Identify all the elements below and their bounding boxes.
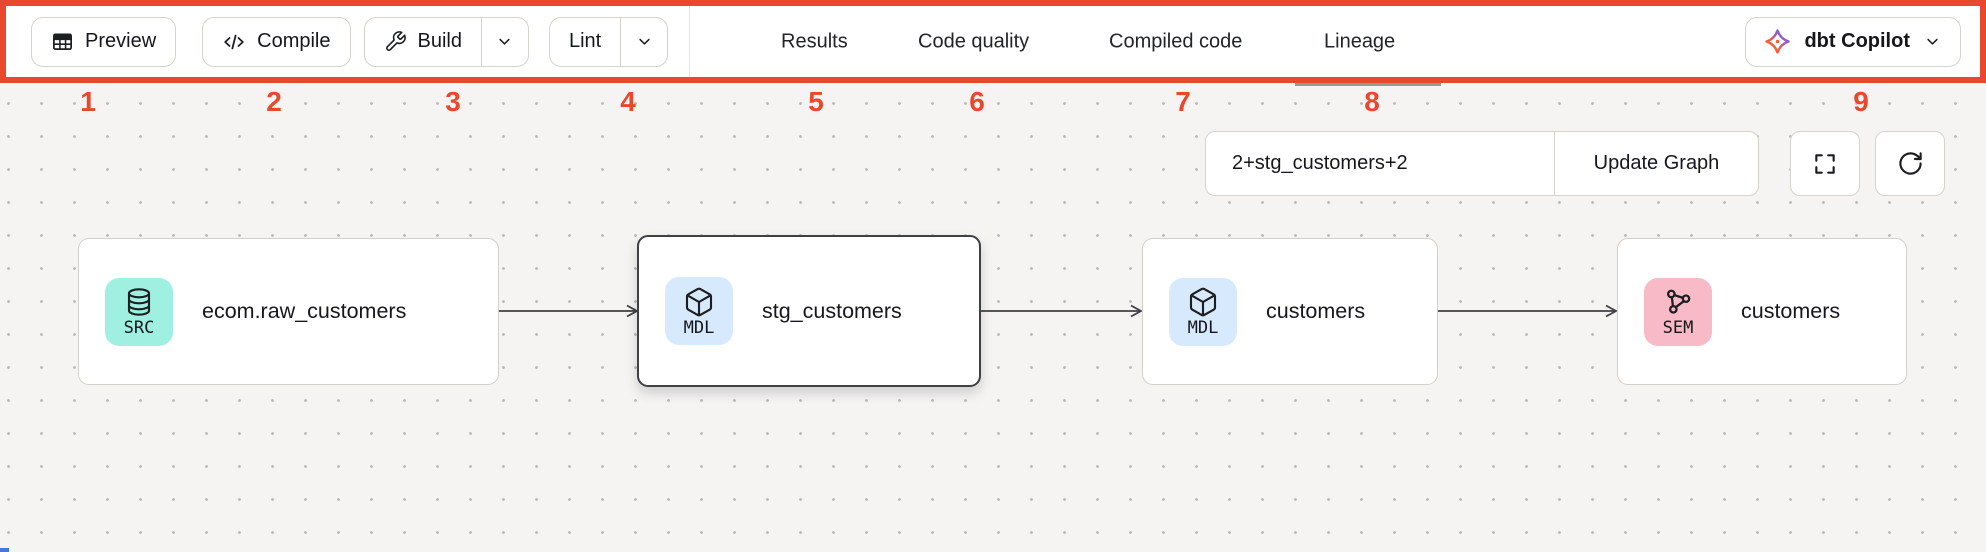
tab-results[interactable]: Results (781, 30, 848, 52)
wrench-icon (384, 30, 407, 53)
lineage-edge (498, 301, 639, 321)
source-badge: SRC (105, 277, 173, 346)
badge-label: SEM (1662, 318, 1694, 338)
annotation-number-6: 6 (969, 86, 985, 117)
lineage-edge (1438, 301, 1618, 321)
build-split-button: Build (363, 16, 529, 67)
lint-dropdown-toggle[interactable] (620, 17, 667, 66)
build-dropdown-toggle[interactable] (480, 17, 528, 66)
badge-label: MDL (683, 317, 715, 338)
toolbar-divider (689, 6, 691, 77)
node-name: customers (1741, 299, 1841, 323)
table-icon (51, 30, 74, 53)
lint-button-label: Lint (568, 30, 602, 52)
node-name: stg_customers (762, 298, 902, 323)
lineage-node-customers-semantic[interactable]: SEM customers (1617, 238, 1907, 385)
badge-label: SRC (123, 318, 155, 338)
bottom-edge-fragment (0, 548, 9, 552)
annotation-number-9: 9 (1853, 86, 1869, 117)
lint-split-button: Lint (548, 16, 669, 67)
model-badge: MDL (1169, 277, 1237, 346)
lineage-selector-input[interactable] (1206, 132, 1554, 195)
semantic-model-icon (1662, 286, 1694, 318)
compile-button[interactable]: Compile (202, 16, 351, 67)
annotation-number-3: 3 (445, 86, 461, 117)
dbt-logo-icon (1764, 28, 1791, 55)
build-button[interactable]: Build (365, 18, 481, 66)
model-badge: MDL (665, 277, 733, 345)
fullscreen-button[interactable] (1790, 131, 1860, 196)
build-button-label: Build (417, 30, 462, 52)
database-icon (123, 286, 155, 318)
refresh-button[interactable] (1875, 131, 1945, 196)
lineage-node-stg-customers-selected[interactable]: MDL stg_customers (637, 235, 981, 387)
semantic-model-badge: SEM (1644, 277, 1712, 346)
code-icon (222, 30, 246, 54)
badge-label: MDL (1187, 318, 1219, 338)
chevron-down-icon (1923, 32, 1942, 51)
tab-compiled-code[interactable]: Compiled code (1109, 30, 1243, 52)
cube-icon (683, 286, 715, 318)
tab-code-quality[interactable]: Code quality (918, 30, 1030, 52)
dbt-copilot-button[interactable]: dbt Copilot (1745, 16, 1961, 67)
refresh-icon (1897, 150, 1924, 177)
lineage-node-customers-model[interactable]: MDL customers (1142, 238, 1438, 385)
compile-button-label: Compile (257, 30, 331, 52)
annotation-number-7: 7 (1175, 86, 1191, 117)
node-name: customers (1266, 299, 1366, 323)
node-name: ecom.raw_customers (202, 299, 407, 323)
annotation-number-8: 8 (1364, 86, 1380, 117)
chevron-down-icon (495, 32, 514, 51)
dbt-copilot-label: dbt Copilot (1804, 30, 1910, 52)
active-tab-underline (1295, 80, 1441, 86)
fullscreen-icon (1812, 151, 1838, 177)
cube-icon (1187, 286, 1219, 318)
annotation-number-4: 4 (620, 86, 636, 117)
preview-button-label: Preview (85, 30, 157, 52)
update-graph-button[interactable]: Update Graph (1554, 132, 1758, 195)
lineage-selector-group: Update Graph (1205, 131, 1759, 196)
tab-lineage[interactable]: Lineage (1324, 30, 1396, 52)
annotation-number-1: 1 (80, 86, 96, 117)
preview-button[interactable]: Preview (31, 16, 177, 67)
editor-toolbar: Preview Compile Build (0, 0, 1986, 83)
lineage-edge (981, 301, 1143, 321)
annotation-number-2: 2 (266, 86, 282, 117)
annotation-number-5: 5 (808, 86, 824, 117)
chevron-down-icon (635, 32, 654, 51)
lint-button[interactable]: Lint (550, 18, 620, 66)
lineage-node-source[interactable]: SRC ecom.raw_customers (78, 238, 499, 385)
